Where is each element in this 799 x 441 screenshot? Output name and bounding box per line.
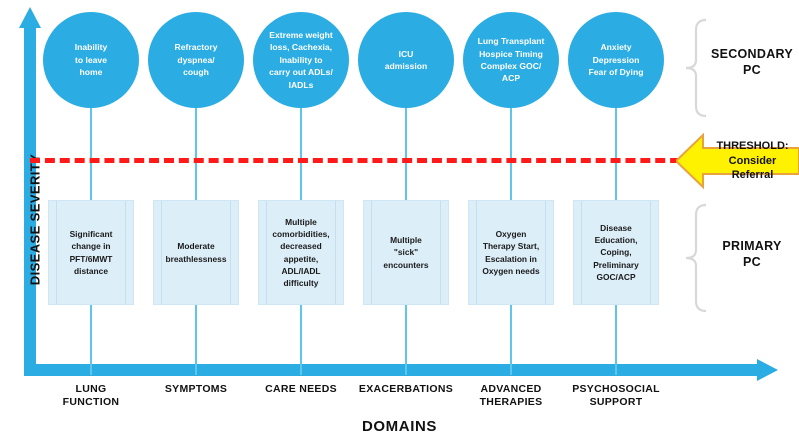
threshold-label: THRESHOLD: Consider Referral [716, 140, 789, 182]
domain-label: PSYCHOSOCIAL SUPPORT [572, 383, 660, 409]
domain-label: SYMPTOMS [164, 383, 228, 395]
primary-pc-box[interactable]: Oxygen Therapy Start, Escalation in Oxyg… [468, 200, 554, 305]
domain-column-lung-function: Inability to leave home Significant chan… [39, 0, 143, 441]
threshold-dashed-line [30, 158, 695, 163]
domain-column-care-needs: Extreme weight loss, Cachexia, Inability… [249, 0, 353, 441]
domain-label: CARE NEEDS [265, 383, 337, 395]
threshold-arrow-icon[interactable] [676, 132, 799, 190]
secondary-pc-circle[interactable]: Refractory dyspnea/ cough [148, 12, 244, 108]
domain-label: ADVANCED THERAPIES [479, 383, 543, 409]
x-axis-label: DOMAINS [361, 418, 438, 435]
primary-pc-box[interactable]: Disease Education, Coping, Preliminary G… [573, 200, 659, 305]
secondary-pc-bracket [684, 18, 708, 118]
secondary-pc-circle[interactable]: Anxiety Depression Fear of Dying [568, 12, 664, 108]
primary-pc-box[interactable]: Multiple "sick" encounters [363, 200, 449, 305]
primary-pc-label: PRIMARY PC [722, 239, 782, 270]
secondary-pc-circle[interactable]: Lung Transplant Hospice Timing Complex G… [463, 12, 559, 108]
x-axis-arrow-icon [757, 359, 778, 381]
primary-pc-box[interactable]: Moderate breathlessness [153, 200, 239, 305]
secondary-pc-circle[interactable]: ICU admission [358, 12, 454, 108]
domain-column-psychosocial-support: Anxiety Depression Fear of Dying Disease… [564, 0, 668, 441]
y-axis-arrow-icon [19, 7, 41, 28]
secondary-pc-circle[interactable]: Inability to leave home [43, 12, 139, 108]
primary-pc-box[interactable]: Multiple comorbidities, decreased appeti… [258, 200, 344, 305]
domain-column-advanced-therapies: Lung Transplant Hospice Timing Complex G… [459, 0, 563, 441]
secondary-pc-circle[interactable]: Extreme weight loss, Cachexia, Inability… [253, 12, 349, 108]
primary-pc-box[interactable]: Significant change in PFT/6MWT distance [48, 200, 134, 305]
primary-pc-bracket [684, 203, 708, 313]
x-axis-line [24, 364, 761, 376]
domain-column-symptoms: Refractory dyspnea/ cough Moderate breat… [144, 0, 248, 441]
domain-label: LUNG FUNCTION [62, 383, 120, 409]
y-axis-line [24, 26, 36, 375]
domain-column-exacerbations: ICU admission Multiple "sick" encounters… [354, 0, 458, 441]
domain-label: EXACERBATIONS [358, 383, 454, 395]
secondary-pc-label: SECONDARY PC [710, 47, 794, 78]
